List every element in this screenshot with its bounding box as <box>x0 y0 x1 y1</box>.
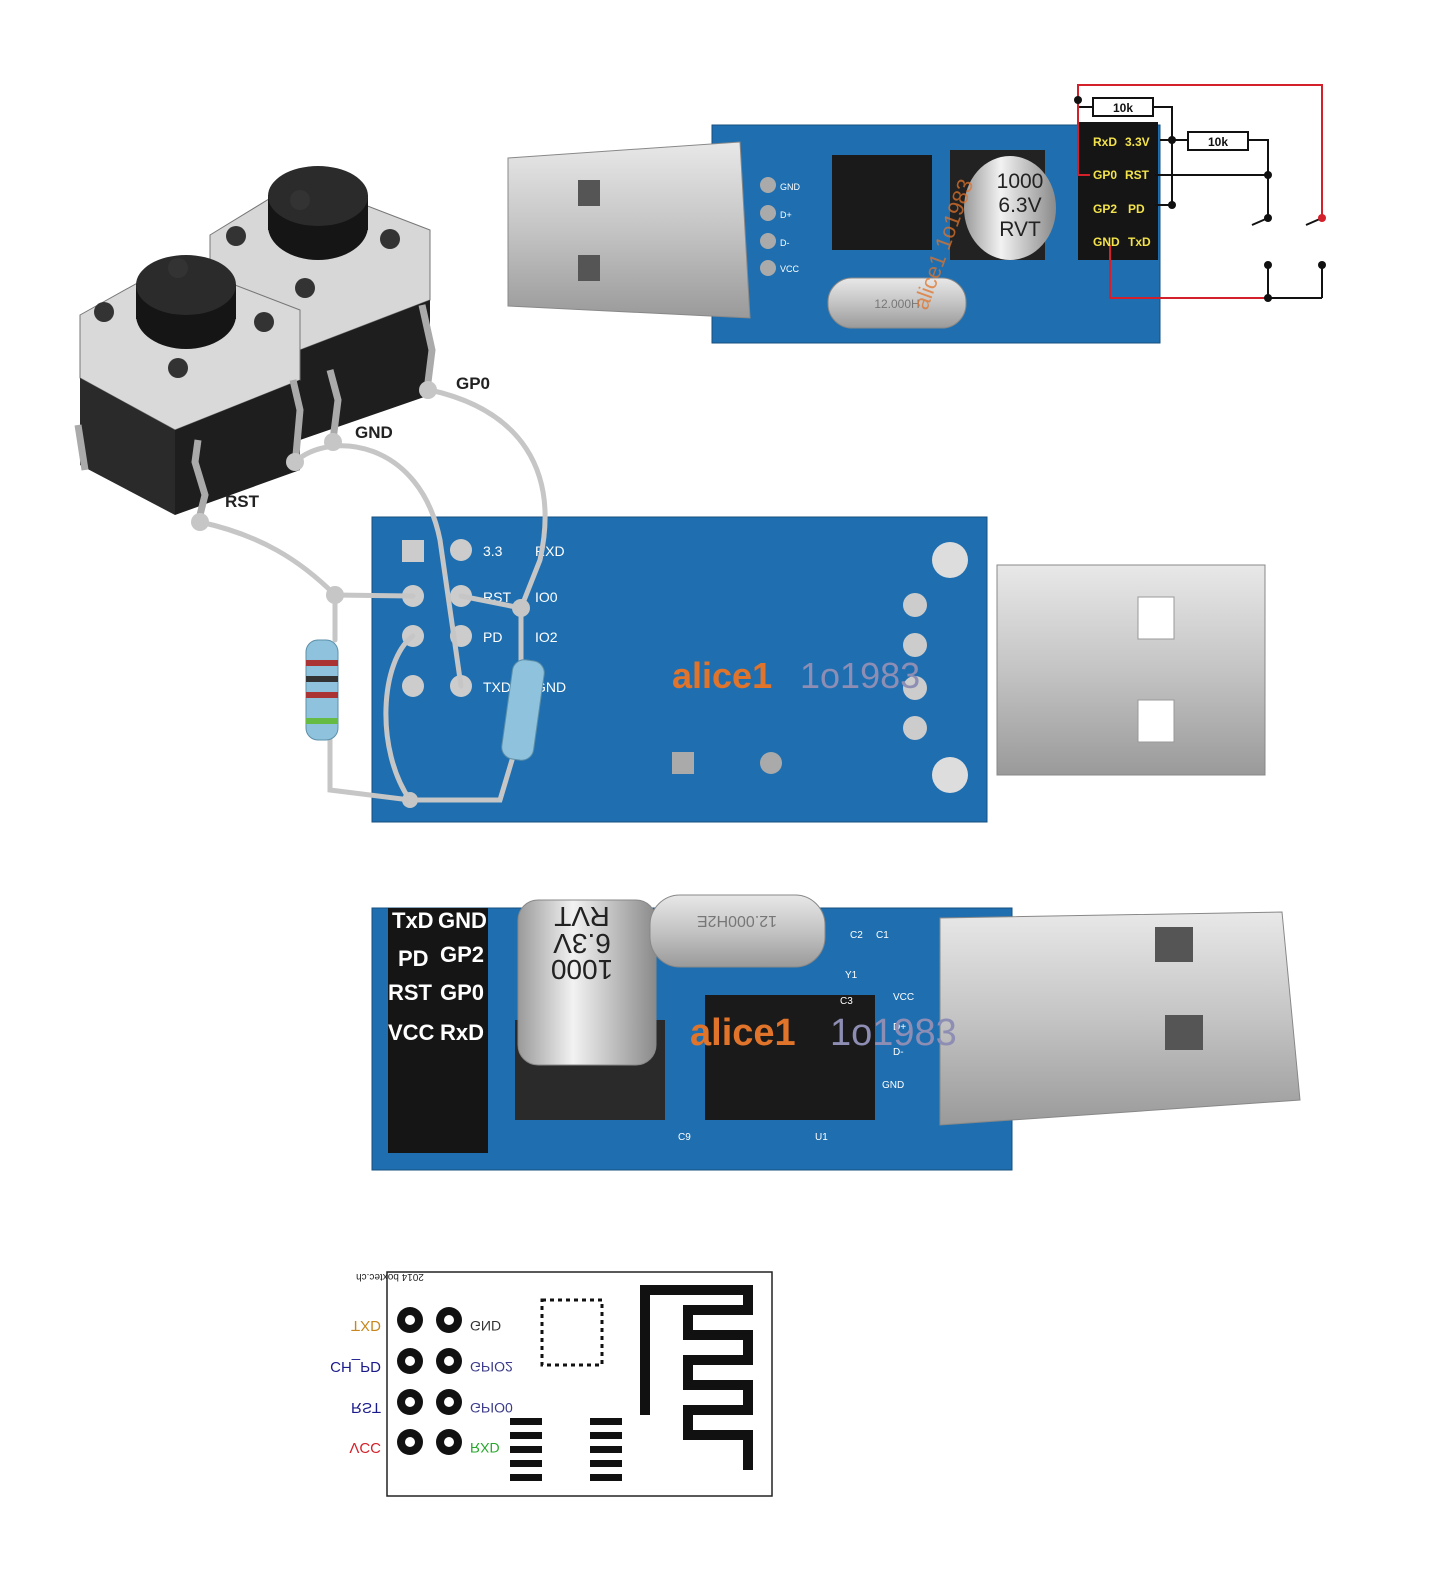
front-watermark-a: alice1 <box>690 1012 796 1054</box>
electrolytic-capacitor-icon: 1000 6.3V RVT <box>950 150 1056 260</box>
usb-a-plug-icon-wiring <box>996 564 1266 776</box>
front-vcc: VCC <box>388 1020 435 1045</box>
wire-label-rst: RST <box>225 492 260 511</box>
front-rxd: RxD <box>440 1020 484 1045</box>
front-crystal-label: 12.000H2E <box>697 912 777 929</box>
front-pd: PD <box>398 946 429 971</box>
pad-io0: IO0 <box>535 589 558 605</box>
front-cap-line3: 1000 <box>551 954 613 985</box>
top-usb-board: GND D+ D- VCC 1000 6.3V RVT 12.000H alic… <box>507 122 1161 344</box>
sch-gp2: GP2 <box>1093 202 1117 216</box>
front-capacitor-icon: RVT 6.3V 1000 <box>515 899 665 1120</box>
wiring-watermark-a: alice1 <box>672 655 772 696</box>
pad-pd: PD <box>483 629 502 645</box>
silk-dplus: D+ <box>893 1022 906 1033</box>
front-rst: RST <box>388 980 433 1005</box>
fp-gpio2: GPIO2 <box>470 1359 513 1375</box>
front-gp2: GP2 <box>440 942 484 967</box>
top-pin-dplus: D+ <box>780 210 792 220</box>
silk-vcc: VCC <box>893 992 914 1003</box>
top-crystal-label: 12.000H <box>874 297 919 311</box>
pcb-antenna-icon <box>640 1285 753 1470</box>
sch-3v3: 3.3V <box>1125 135 1150 149</box>
silk-y1: Y1 <box>845 970 858 981</box>
schematic-resistor-mid: 10k <box>1208 135 1228 149</box>
top-pin-gnd: GND <box>780 182 801 192</box>
resistor-icon-right <box>501 659 545 761</box>
silk-gnd: GND <box>882 1080 904 1091</box>
sch-rxd: RxD <box>1093 135 1117 149</box>
front-cap-line2: 6.3V <box>553 928 611 959</box>
top-cap-line1: 1000 <box>997 170 1044 193</box>
silk-c1: C1 <box>876 930 889 941</box>
silk-c3: C3 <box>840 996 853 1007</box>
resistor-icon-mid: 10k <box>1187 131 1249 151</box>
top-pin-vcc: VCC <box>780 264 800 274</box>
usb-a-plug-icon <box>507 141 751 319</box>
silk-c2: C2 <box>850 930 863 941</box>
fp-gnd: GND <box>470 1318 501 1334</box>
silk-c9: C9 <box>678 1132 691 1143</box>
sch-rst: RST <box>1125 168 1150 182</box>
front-cap-line1: RVT <box>554 901 610 932</box>
fp-txd: TXD <box>351 1317 381 1334</box>
schematic-resistor-top: 10k <box>1113 101 1133 115</box>
sch-gp0: GP0 <box>1093 168 1117 182</box>
fp-gpio0: GPIO0 <box>470 1400 513 1416</box>
front-txd: TxD <box>392 908 434 933</box>
silk-u1: U1 <box>815 1132 828 1143</box>
pad-3v3: 3.3 <box>483 543 503 559</box>
front-watermark-b: 1o1983 <box>830 1012 957 1054</box>
front-ic-chip-icon <box>705 995 875 1120</box>
tactile-pushbutton-icon <box>74 166 436 516</box>
ic-chip-icon <box>832 155 932 250</box>
fp-rst: RST <box>351 1399 381 1416</box>
resistor-icon: 10k <box>1092 97 1154 117</box>
footprint-ic-chip-icon <box>540 1298 604 1367</box>
crystal-oscillator-icon: 12.000H <box>827 277 967 329</box>
silk-dminus: D- <box>893 1047 904 1058</box>
wiring-watermark-b: 1o1983 <box>800 655 920 696</box>
top-cap-line2: 6.3V <box>998 194 1041 217</box>
wire-label-gnd: GND <box>355 423 393 442</box>
fp-rxd: RXD <box>470 1440 500 1456</box>
wire-label-gp0: GP0 <box>456 374 490 393</box>
front-gp0: GP0 <box>440 980 484 1005</box>
schematic: 10k 10k RxD 3.3V GP0 RST GP2 PD GND TxD <box>1074 84 1326 302</box>
fp-chpd: CH_PD <box>330 1358 381 1375</box>
resistor-icon-left <box>305 639 339 741</box>
wiring-board: 3.3 RXD RST IO0 PD IO2 TXD GND alice1 1o… <box>191 374 1266 823</box>
esp01-footprint: 2014 boxtec.ch TXD CH_PD RST VCC GND GPI… <box>330 1271 773 1497</box>
pad-txd: TXD <box>483 679 511 695</box>
sch-txd: TxD <box>1128 235 1151 249</box>
usb-a-plug-icon-front <box>939 911 1301 1126</box>
pad-io2: IO2 <box>535 629 558 645</box>
sch-gnd: GND <box>1093 235 1120 249</box>
footprint-credit: 2014 boxtec.ch <box>356 1271 424 1282</box>
front-gnd: GND <box>438 908 487 933</box>
top-cap-line3: RVT <box>999 218 1041 241</box>
front-crystal-icon: 12.000H2E <box>649 894 826 968</box>
fp-vcc: VCC <box>349 1439 381 1456</box>
sch-pd: PD <box>1128 202 1145 216</box>
front-board: TxD GND PD GP2 RST GP0 VCC RxD RVT 6.3V … <box>371 894 1301 1171</box>
top-pin-dminus: D- <box>780 238 790 248</box>
